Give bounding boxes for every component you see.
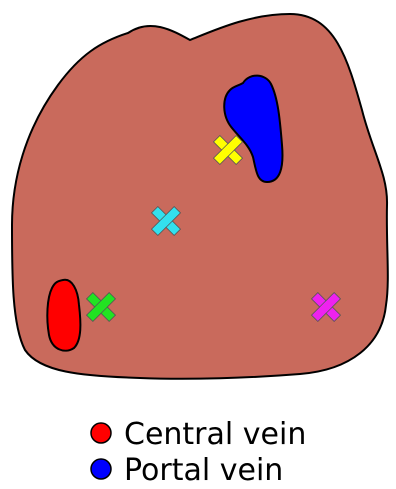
legend: Central vein Portal vein — [91, 417, 306, 488]
portal-vein-label: Portal vein — [124, 453, 283, 488]
legend-item-portal-vein: Portal vein — [91, 453, 283, 488]
portal-vein-legend-dot — [91, 459, 111, 479]
central-vein-shape — [47, 280, 80, 351]
central-vein-legend-dot — [91, 423, 111, 443]
central-vein-label: Central vein — [124, 417, 306, 452]
legend-item-central-vein: Central vein — [91, 417, 306, 452]
